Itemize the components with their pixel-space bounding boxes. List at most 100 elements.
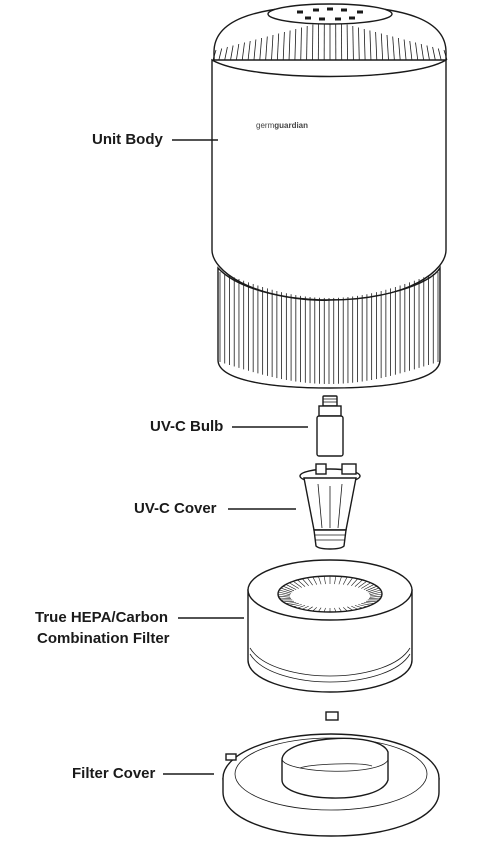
grille-rib xyxy=(224,46,228,61)
grille-rib xyxy=(443,49,448,61)
grille-rib xyxy=(343,607,348,612)
grille-rib xyxy=(354,579,363,587)
hepa-filter-illustration xyxy=(247,559,413,693)
grille-rib xyxy=(294,28,297,61)
grille-rib xyxy=(297,579,306,587)
vent-slot xyxy=(297,10,303,14)
grille-rib xyxy=(409,40,413,61)
vent-slot xyxy=(327,7,333,11)
callout-label-uvc-bulb: UV-C Bulb xyxy=(150,418,223,435)
grille-rib xyxy=(323,576,326,585)
grille-rib xyxy=(432,46,436,61)
unit-body-illustration: germguardian xyxy=(211,3,448,389)
grille-rib xyxy=(351,605,358,610)
grille-rib xyxy=(307,606,313,611)
grille-rib xyxy=(361,582,371,589)
grille-rib xyxy=(277,593,291,597)
grille-rib xyxy=(368,597,381,599)
grille-rib xyxy=(259,37,262,61)
grille-rib xyxy=(415,42,419,61)
grille-rib xyxy=(289,582,299,589)
grille-rib xyxy=(280,587,293,593)
grille-rib xyxy=(318,576,322,585)
grille-rib xyxy=(352,25,354,61)
callout-hepa-filter: True HEPA/Carbon Combination Filter xyxy=(35,609,244,647)
grille-rib xyxy=(369,591,382,595)
grille-rib xyxy=(369,30,372,61)
grille-rib xyxy=(365,585,377,592)
grille-rib xyxy=(276,33,280,61)
grille-rib xyxy=(297,605,306,609)
grille-rib xyxy=(369,593,383,597)
vent-slot xyxy=(349,16,355,20)
vent-slot xyxy=(357,10,363,14)
grille-rib xyxy=(279,589,292,594)
grille-rib xyxy=(307,577,313,586)
grille-rib xyxy=(230,45,234,61)
grille-rib xyxy=(265,36,268,61)
grille-rib xyxy=(218,48,223,61)
grille-rib xyxy=(271,34,274,61)
grille-rib xyxy=(334,576,337,585)
grille-rib xyxy=(212,49,217,61)
grille-rib xyxy=(368,589,381,594)
grille-rib xyxy=(282,31,285,61)
grille-rib xyxy=(380,33,384,61)
vent-slot xyxy=(313,8,319,12)
grille-rib xyxy=(312,576,318,585)
grille-rib xyxy=(288,30,291,61)
vent-slot xyxy=(319,17,325,21)
grille-rib xyxy=(375,31,378,61)
callout-label-unit-body: Unit Body xyxy=(92,131,163,148)
grille-rib xyxy=(403,39,407,61)
callout-label-filter-cover: Filter Cover xyxy=(72,765,156,782)
grille-rib xyxy=(367,587,380,593)
grille-rib xyxy=(361,603,371,606)
callout-unit-body: Unit Body xyxy=(92,131,218,148)
grille-rib xyxy=(437,48,442,61)
grille-rib xyxy=(318,607,322,612)
grille-rib xyxy=(420,43,424,61)
grille-rib xyxy=(358,604,367,608)
callout-label-hepa-filter-line2: Combination Filter xyxy=(37,630,170,647)
grille-rib xyxy=(283,600,294,603)
grille-rib xyxy=(285,584,297,590)
grille-rib xyxy=(366,600,377,603)
grille-rib xyxy=(363,602,375,604)
grille-rib xyxy=(241,42,245,61)
grille-rib xyxy=(363,584,375,590)
callout-label-uvc-cover: UV-C Cover xyxy=(134,500,217,517)
filter-cover-illustration xyxy=(222,711,440,837)
grille-rib xyxy=(363,28,366,61)
grille-rib xyxy=(351,578,358,587)
vent-slot xyxy=(335,17,341,21)
grille-rib xyxy=(289,603,299,606)
callout-uvc-cover: UV-C Cover xyxy=(134,500,296,517)
grille-rib xyxy=(285,602,297,604)
grille-rib xyxy=(312,607,317,612)
uvc-cover-illustration xyxy=(299,463,361,550)
grille-rib xyxy=(358,27,360,61)
grille-rib xyxy=(358,581,367,588)
grille-rib xyxy=(278,591,291,595)
callout-filter-cover: Filter Cover xyxy=(72,765,214,782)
grille-rib xyxy=(293,581,302,588)
grille-rib xyxy=(278,595,291,598)
vent-slot xyxy=(305,16,311,20)
grille-rib xyxy=(386,34,389,61)
grille-rib xyxy=(300,27,302,61)
grille-rib xyxy=(347,606,353,611)
grille-rib xyxy=(369,595,382,598)
grille-rib xyxy=(398,37,401,61)
grille-rib xyxy=(253,39,257,61)
grille-rib xyxy=(283,585,295,592)
grille-rib xyxy=(236,43,240,61)
grille-rib xyxy=(426,45,430,61)
uvc-bulb-illustration xyxy=(316,395,344,457)
grille-rib xyxy=(302,605,309,610)
grille-rib xyxy=(392,36,395,61)
grille-rib xyxy=(306,25,308,61)
grille-rib xyxy=(334,607,337,612)
grille-rib xyxy=(279,597,292,599)
